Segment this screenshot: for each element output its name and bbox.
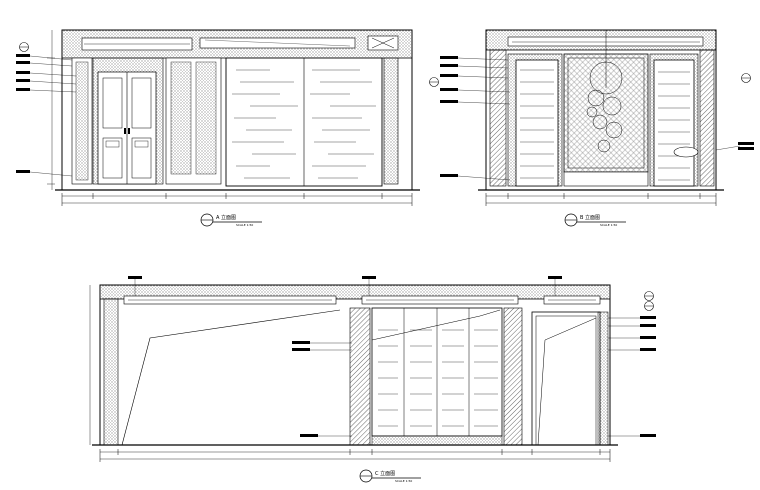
pendant-lamp — [586, 30, 623, 153]
elevation-b-title: B 立面图 — [580, 214, 600, 221]
elevation-c: C 立面图 SCALE 1:50 — [89, 276, 656, 483]
elevation-a-title: A 立面图 — [216, 214, 236, 221]
elevation-a-scale: SCALE 1:50 — [236, 223, 253, 227]
elevation-b-scale: SCALE 1:50 — [600, 223, 617, 227]
elevation-c-scale: SCALE 1:50 — [395, 479, 412, 483]
elevation-c-title: C 立面图 — [375, 470, 395, 477]
elevation-b: B 立面图 SCALE 1:50 — [429, 29, 754, 227]
elevation-a: A 立面图 SCALE 1:50 — [16, 29, 420, 227]
